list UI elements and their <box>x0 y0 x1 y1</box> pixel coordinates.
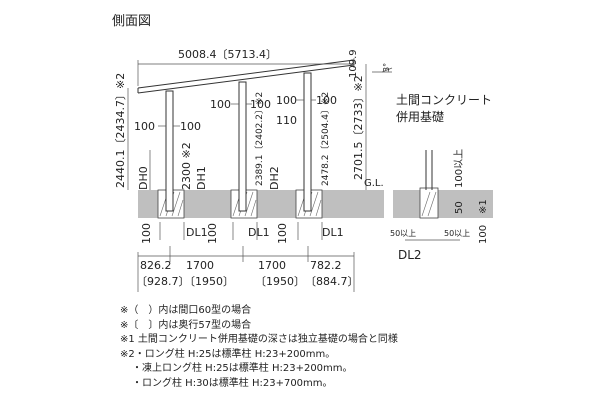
gl-label: G.L. <box>364 178 384 189</box>
concrete-foundation-detail <box>419 150 439 219</box>
bottom-100-c: 100 <box>276 223 289 244</box>
height-left-dim: 2440.1〔2434.7〕※2 <box>114 73 127 188</box>
span-4: 782.2 <box>310 259 342 272</box>
dl1-label-a: DL1 <box>186 226 208 239</box>
note-item: ・ロング柱 H:30は標準柱 H:23+700mm。 <box>132 377 333 389</box>
notes-list: ※（ ）内は間口60型の場合 ※〔 〕内は奥行57型の場合 ※1 土間コンクリー… <box>120 304 590 391</box>
spacing-100-f: 100 <box>316 94 337 107</box>
found-100b-dim: 100 <box>478 225 489 244</box>
note-item: ※1 土間コンクリート併用基礎の深さは独立基礎の場合と同様 <box>120 334 398 345</box>
bottom-100-b: 100 <box>206 223 219 244</box>
spacing-100-c: 100 <box>210 98 231 111</box>
span-2-alt: 〔1950〕 <box>184 275 234 288</box>
found-100-dim: 100以上 <box>453 149 465 188</box>
post-h1-dim: 2300 ※2 <box>180 142 193 190</box>
found-50-dim: 50 <box>454 201 465 214</box>
post-h3-dim: 2478.2〔2504.4〕※2 <box>320 92 331 186</box>
span-3: 1700 <box>258 259 286 272</box>
note-item: ※〔 〕内は奥行57型の場合 <box>120 319 252 331</box>
dl2-label: DL2 <box>398 248 422 262</box>
ground-right <box>393 190 493 218</box>
found-50a-dim: 50以上 <box>390 229 416 238</box>
concrete-label-2: 併用基礎 <box>396 110 444 124</box>
dh2-label: DH2 <box>268 166 281 190</box>
spacing-100-d: 100 <box>250 98 271 111</box>
spacing-100-e: 100 <box>276 94 297 107</box>
post-2 <box>238 81 247 212</box>
post-1 <box>165 90 174 212</box>
post-h2-dim: 2389.1〔2402.2〕※2 <box>254 92 265 186</box>
span-2: 1700 <box>186 259 214 272</box>
dl1-label-b: DL1 <box>248 226 270 239</box>
post-3 <box>303 72 312 212</box>
spacing-100-b: 100 <box>180 120 201 133</box>
diagram-title: 側面図 <box>112 14 151 29</box>
slope-icon <box>372 67 393 73</box>
overall-width-dim: 5008.4〔5713.4〕 <box>178 48 277 61</box>
dh0-label: DH0 <box>137 166 150 190</box>
span-4-alt: 〔884.7〕 <box>305 275 359 288</box>
span-1: 826.2 <box>140 259 172 272</box>
bottom-100-a: 100 <box>140 223 153 244</box>
note-item: ・凍上ロング柱 H:25は標準柱 H:23+200mm。 <box>132 363 353 374</box>
dh1-label: DH1 <box>195 166 208 190</box>
span-3-alt: 〔1950〕 <box>255 275 305 288</box>
spacing-110: 110 <box>276 114 297 127</box>
found-note: ※1 <box>478 199 489 214</box>
dl1-label-c: DL1 <box>322 226 344 239</box>
roof-right-dim: 109.9 <box>348 49 359 78</box>
slope-label: 3° <box>382 63 391 72</box>
note-item: ※（ ）内は間口60型の場合 <box>120 305 252 316</box>
concrete-label-1: 土間コンクリート <box>396 93 492 107</box>
height-right-dim: 2701.5〔2733〕※2 <box>352 75 365 180</box>
note-item: ※2・ロング柱 H:25は標準柱 H:23+200mm。 <box>120 348 336 360</box>
found-50b-dim: 50以上 <box>444 229 470 238</box>
span-1-alt: 〔928.7〕 <box>136 275 190 288</box>
spacing-100-a: 100 <box>134 120 155 133</box>
